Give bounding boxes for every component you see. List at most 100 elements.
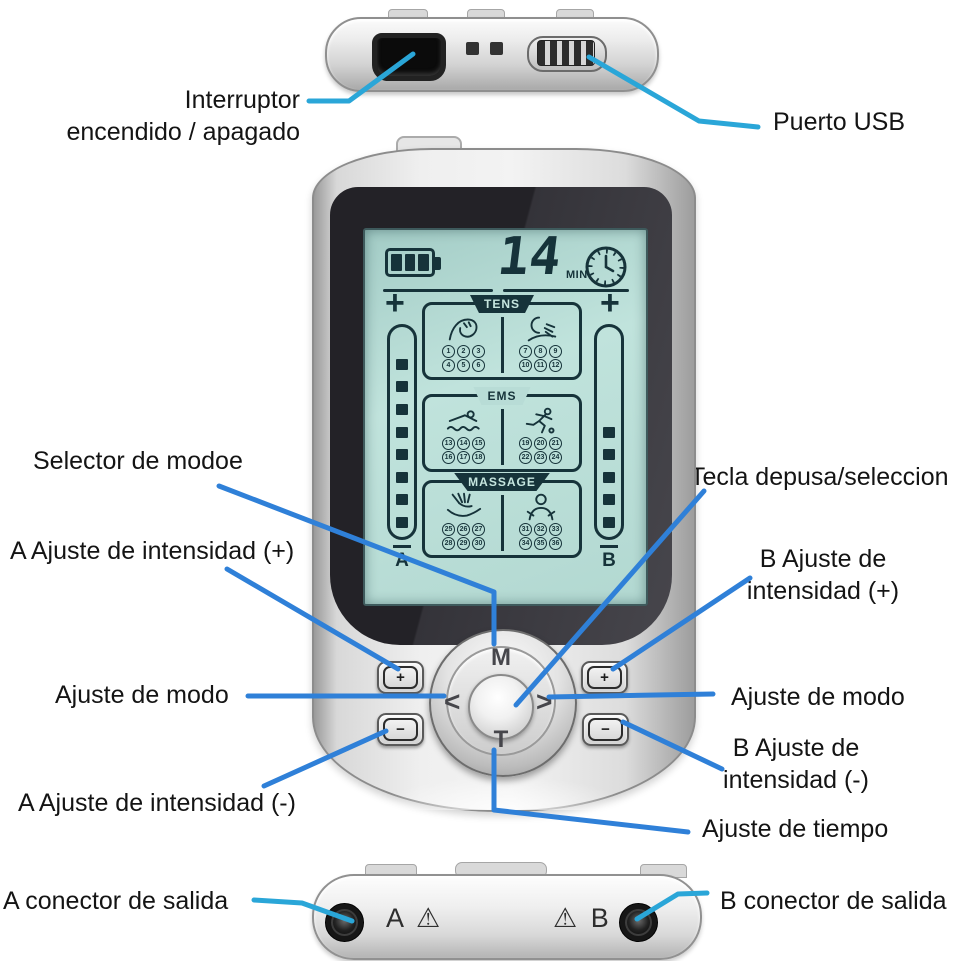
mode-number: 17	[457, 451, 470, 464]
runner-icon	[522, 406, 560, 436]
mode-number: 12	[549, 359, 562, 372]
a-intensity-plus-button[interactable]: +	[377, 661, 424, 694]
intensity-segment	[396, 336, 408, 347]
clock-icon	[585, 246, 627, 288]
mode-divider	[501, 317, 504, 373]
mode-divider	[501, 495, 504, 551]
intensity-segment	[396, 517, 408, 528]
massage-hand-icon	[445, 492, 483, 522]
a-intensity-minus-button[interactable]: −	[377, 713, 424, 746]
intensity-segment	[396, 426, 408, 438]
arm-massage-icon	[445, 314, 483, 344]
mode-number: 1	[442, 345, 455, 358]
output-jack-b[interactable]	[619, 903, 658, 942]
usb-port[interactable]	[372, 33, 446, 81]
mode-number: 2	[457, 345, 470, 358]
label-b-intensity-plus: B Ajuste de intensidad (+)	[727, 543, 919, 607]
mode-number: 7	[519, 345, 532, 358]
intensity-segment	[603, 404, 615, 415]
b-intensity-plus-button[interactable]: +	[581, 661, 628, 694]
power-switch-knob[interactable]	[537, 40, 595, 66]
mode-number: 22	[519, 451, 532, 464]
channel-a-marker	[393, 545, 411, 548]
mode-number: 36	[549, 537, 562, 550]
label-mode-adjust-left: Ajuste de modo	[55, 681, 229, 709]
mode-number: 5	[457, 359, 470, 372]
intensity-segment	[603, 449, 615, 461]
battery-icon	[385, 248, 441, 277]
right-key[interactable]: >	[536, 686, 553, 717]
mode-number: 30	[472, 537, 485, 550]
intensity-segment	[603, 517, 615, 528]
mode-number: 33	[549, 523, 562, 536]
mode-banner: EMS	[473, 387, 531, 405]
label-mode-adjust-right: Ajuste de modo	[731, 683, 905, 711]
label-b-intensity-minus: B Ajuste de intensidad (-)	[700, 732, 892, 796]
mode-number: 21	[549, 437, 562, 450]
mode-number: 9	[549, 345, 562, 358]
label-b-intensity-minus-line1: B Ajuste de	[732, 734, 860, 762]
battery-cell	[404, 254, 416, 271]
plus-icon: +	[587, 666, 622, 689]
channel-b-label: B	[602, 550, 616, 571]
mode-number: 25	[442, 523, 455, 536]
label-b-intensity-plus-line1: B Ajuste de	[759, 545, 887, 573]
mode-number: 32	[534, 523, 547, 536]
intensity-segment	[603, 494, 615, 506]
lcd-plus-a: +	[385, 284, 405, 322]
label-a-intensity-minus: A Ajuste de intensidad (-)	[18, 789, 296, 817]
label-usb-port: Puerto USB	[773, 108, 906, 136]
b-intensity-minus-button[interactable]: −	[582, 713, 629, 746]
time-key[interactable]: T	[493, 726, 509, 753]
mode-number: 23	[534, 451, 547, 464]
indicator-hole	[490, 42, 503, 55]
mode-number: 4	[442, 359, 455, 372]
swimmer-icon	[445, 406, 483, 436]
intensity-segment	[396, 403, 408, 415]
intensity-segment	[396, 494, 408, 506]
mode-number: 10	[519, 359, 532, 372]
minus-icon: −	[588, 718, 623, 741]
battery-cell	[391, 254, 402, 271]
mode-number: 20	[534, 437, 547, 450]
lcd-plus-b: +	[600, 284, 620, 322]
battery-cell	[418, 254, 430, 271]
mode-number: 27	[472, 523, 485, 536]
minus-icon: −	[383, 718, 418, 741]
mode-number: 13	[442, 437, 455, 450]
lcd-separator	[503, 289, 629, 292]
intensity-segment	[396, 449, 408, 461]
intensity-segment	[603, 426, 615, 438]
output-jack-a[interactable]	[325, 903, 364, 942]
label-press-select-key: Tecla depusa/seleccion	[690, 463, 949, 491]
intensity-bar-b	[594, 324, 624, 540]
intensity-segment	[396, 358, 408, 370]
label-a-intensity-plus: A Ajuste de intensidad (+)	[10, 537, 295, 565]
mode-number: 6	[472, 359, 485, 372]
lcd-separator	[383, 289, 493, 292]
intensity-segment	[603, 381, 615, 392]
mode-divider	[501, 409, 504, 465]
mode-key[interactable]: M	[491, 644, 511, 671]
channel-b-marker	[600, 545, 618, 548]
jack-a-label: A ⚠	[386, 903, 444, 933]
mode-number: 14	[457, 437, 470, 450]
intensity-segment	[396, 381, 408, 393]
label-b-output: B conector de salida	[720, 887, 947, 915]
mode-number: 3	[472, 345, 485, 358]
intensity-bar-a	[387, 324, 417, 540]
left-key[interactable]: <	[444, 686, 461, 717]
mode-number: 18	[472, 451, 485, 464]
neck-massage-icon	[522, 314, 560, 344]
mode-number: 31	[519, 523, 532, 536]
mode-number: 29	[457, 537, 470, 550]
mode-number: 11	[534, 359, 547, 372]
label-mode-selector: Selector de modoe	[33, 447, 243, 475]
